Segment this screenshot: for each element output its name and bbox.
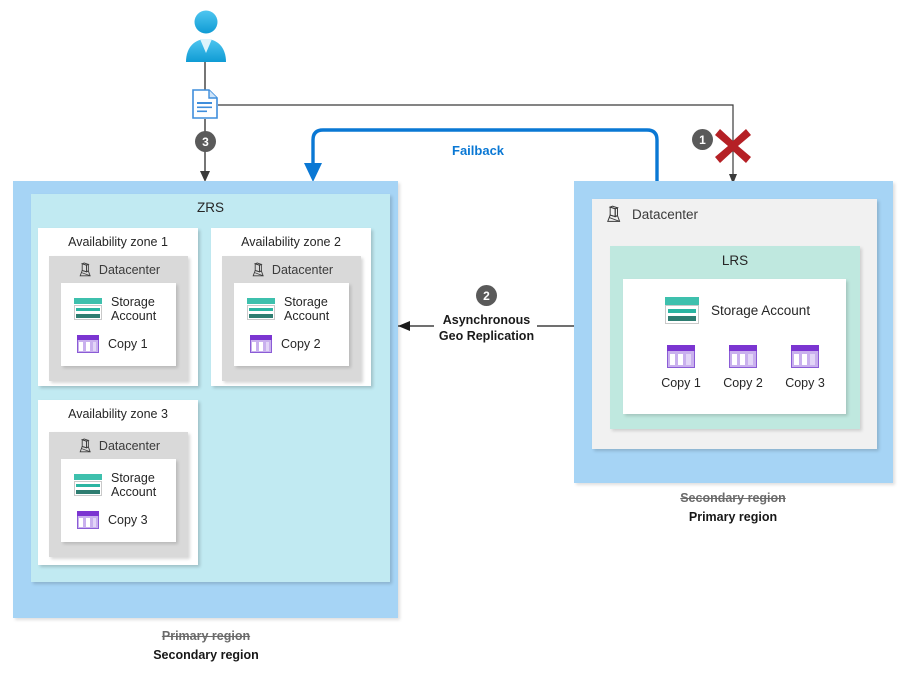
availability-zone-2-card: Availability zone 2 Datacenter <box>211 228 371 386</box>
zone-2-storage-account-label: Storage Account <box>284 295 329 324</box>
right-storage-card: Storage Account Copy 1 <box>623 279 846 414</box>
storage-line-2: Account <box>111 485 157 500</box>
availability-zone-1-card: Availability zone 1 Datacenter <box>38 228 198 386</box>
zone-2-datacenter-header: Datacenter <box>222 262 361 278</box>
zone-1-copy-label: Copy 1 <box>108 336 148 351</box>
storage-line-1: Storage <box>284 295 328 309</box>
right-copy-3: Copy 3 <box>777 345 833 390</box>
step-badge-3: 3 <box>195 131 216 152</box>
datacenter-icon <box>77 262 93 278</box>
datacenter-icon <box>250 262 266 278</box>
availability-zone-2-title: Availability zone 2 <box>241 235 341 249</box>
zone-1-storage-account-label: Storage Account <box>111 295 156 324</box>
right-region-current-role: Primary region <box>688 510 778 524</box>
outage-x-icon <box>713 126 753 164</box>
zone-3-datacenter-header: Datacenter <box>49 438 188 454</box>
right-storage-account-row: Storage Account <box>665 297 810 324</box>
zone-2-storage-account-row: Storage Account <box>247 295 329 324</box>
person-icon <box>179 8 233 62</box>
zone-3-copy-label: Copy 3 <box>108 512 148 527</box>
zone-2-copy-row: Copy 2 <box>250 335 321 353</box>
zone-1-storage-card: Storage Account Copy 1 <box>61 283 176 366</box>
storage-account-icon <box>74 474 102 497</box>
left-region-former-role: Primary region <box>161 629 251 643</box>
storage-account-icon <box>74 298 102 321</box>
storage-line-2: Account <box>284 309 330 324</box>
right-region-former-role: Secondary region <box>680 491 786 505</box>
availability-zone-3-title: Availability zone 3 <box>68 407 168 421</box>
right-copy-2: Copy 2 <box>715 345 771 390</box>
storage-account-icon <box>247 298 275 321</box>
right-copy-1: Copy 1 <box>653 345 709 390</box>
geo-label-line-2: Geo Replication <box>438 328 535 343</box>
storage-account-icon <box>665 297 699 324</box>
document-icon <box>192 89 218 119</box>
geo-replication-label: Asynchronous Geo Replication <box>424 313 549 344</box>
zone-1-datacenter-card: Datacenter Storage Account <box>49 256 188 381</box>
zone-1-datacenter-label: Datacenter <box>98 263 161 277</box>
storage-line-1: Storage <box>111 295 155 309</box>
lrs-container: LRS Storage Account <box>610 246 860 429</box>
availability-zone-1-title: Availability zone 1 <box>68 235 168 249</box>
zrs-label: ZRS <box>197 200 224 215</box>
right-region-caption: Secondary region Primary region <box>633 491 833 524</box>
storage-line-2: Account <box>111 309 157 324</box>
copy-icon <box>667 345 695 368</box>
geo-label-line-1: Asynchronous <box>442 313 531 327</box>
step-badge-1: 1 <box>692 129 713 150</box>
zone-2-datacenter-label: Datacenter <box>271 263 334 277</box>
right-storage-account-label: Storage Account <box>711 302 811 318</box>
right-datacenter-label: Datacenter <box>632 207 699 222</box>
failback-label: Failback <box>452 143 505 158</box>
availability-zone-3-card: Availability zone 3 Datacenter <box>38 400 198 565</box>
step-badge-2: 2 <box>476 285 497 306</box>
zone-3-storage-card: Storage Account Copy 3 <box>61 459 176 542</box>
right-copy-2-label: Copy 2 <box>723 376 763 390</box>
copy-icon <box>77 511 99 529</box>
zone-3-storage-account-row: Storage Account <box>74 471 156 500</box>
zone-2-storage-card: Storage Account Copy 2 <box>234 283 349 366</box>
copy-icon <box>77 335 99 353</box>
lrs-label: LRS <box>721 253 749 268</box>
left-region-caption: Primary region Secondary region <box>106 629 306 662</box>
right-datacenter-card: Datacenter LRS Storage Account <box>592 199 877 449</box>
right-copy-1-label: Copy 1 <box>661 376 701 390</box>
zone-2-datacenter-card: Datacenter Storage Account <box>222 256 361 381</box>
zone-3-copy-row: Copy 3 <box>77 511 148 529</box>
copy-icon <box>729 345 757 368</box>
right-copy-3-label: Copy 3 <box>785 376 825 390</box>
left-region-current-role: Secondary region <box>153 648 259 662</box>
copy-icon <box>250 335 272 353</box>
zone-3-datacenter-label: Datacenter <box>98 439 161 453</box>
zone-1-datacenter-header: Datacenter <box>49 262 188 278</box>
zone-2-copy-label: Copy 2 <box>281 336 321 351</box>
zone-3-datacenter-card: Datacenter Storage Account <box>49 432 188 557</box>
right-datacenter-header: Datacenter <box>592 205 877 224</box>
datacenter-icon <box>604 205 623 224</box>
copy-icon <box>791 345 819 368</box>
zone-3-storage-account-label: Storage Account <box>111 471 156 500</box>
storage-line-1: Storage <box>111 471 155 485</box>
zone-1-storage-account-row: Storage Account <box>74 295 156 324</box>
zone-1-copy-row: Copy 1 <box>77 335 148 353</box>
datacenter-icon <box>77 438 93 454</box>
